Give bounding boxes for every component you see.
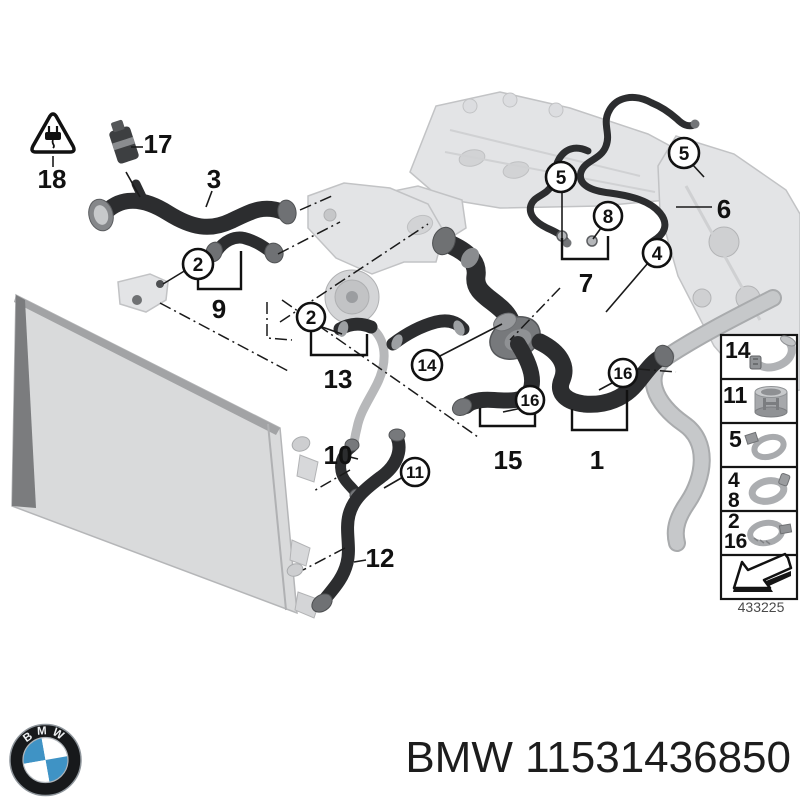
callout-11: 11: [399, 456, 431, 488]
footer: BMW BMW 11531436850: [9, 723, 791, 797]
legend-row-14: 14: [725, 335, 796, 372]
quick-connector-icon: [754, 386, 788, 418]
hose-clamp-large-icon: [747, 519, 793, 547]
label-10: 10: [324, 440, 353, 470]
hose-12: [311, 428, 406, 613]
callout-5-left: 5: [544, 160, 578, 194]
hose-14: [386, 314, 470, 351]
legend-num-8: 8: [728, 489, 740, 512]
part-number-text: BMW 11531436850: [405, 733, 791, 782]
metal-pipe: [349, 325, 389, 451]
auxiliary-pump: [117, 273, 169, 313]
callout-2-text: 2: [193, 255, 204, 276]
callout-16-right-text: 16: [614, 364, 633, 383]
legend-num-5: 5: [729, 426, 742, 452]
legend-panel: 14 11 5: [719, 333, 799, 615]
callout-16-left-text: 16: [521, 391, 540, 410]
callout-14-text: 14: [418, 356, 437, 375]
label-3: 3: [207, 164, 221, 194]
callout-4-text: 4: [652, 244, 663, 265]
label-6: 6: [717, 194, 731, 224]
direction-arrow-icon: [732, 552, 793, 592]
retaining-clip-icon: [749, 335, 796, 372]
legend-num-16: 16: [724, 530, 747, 553]
callout-8-text: 8: [603, 207, 614, 228]
label-13: 13: [324, 364, 353, 394]
radiator-fin-band: [12, 295, 36, 508]
callout-4: 4: [641, 237, 673, 269]
clamp-8: [586, 235, 598, 247]
label-7: 7: [579, 268, 593, 298]
legend-num-2: 2: [728, 510, 740, 533]
hose-engine-feed: [432, 226, 522, 340]
label-18: 18: [38, 164, 67, 194]
callouts: 2 2 5 5 8 4 14 16: [181, 136, 701, 488]
callout-2: 2: [181, 247, 215, 281]
radiator-upper-fitting: [291, 436, 311, 452]
callout-16-right: 16: [607, 357, 639, 389]
bmw-logo: BMW: [9, 723, 82, 797]
bracket-13: [309, 331, 369, 357]
part-labels: 18 17 3 9 6 7 13 10 12 15 1: [38, 129, 732, 573]
radiator: [11, 293, 321, 619]
temperature-sensor-17: [109, 119, 139, 164]
legend-row-4-8: 4 8: [728, 469, 791, 512]
label-17: 17: [144, 129, 173, 159]
legend-num-14: 14: [725, 337, 751, 363]
legend-row-arrow: [732, 552, 793, 592]
plug-icon: [45, 126, 61, 149]
gray-coolant-hose: [646, 291, 780, 550]
label-15: 15: [494, 445, 523, 475]
hose-1: [531, 333, 674, 413]
callout-5-right-text: 5: [679, 144, 690, 165]
callout-8: 8: [592, 200, 624, 232]
legend-row-11: 11: [723, 382, 788, 418]
label-12: 12: [366, 543, 395, 573]
label-9: 9: [212, 294, 226, 324]
warning-triangle-icon: [30, 112, 76, 154]
callout-5-left-text: 5: [556, 168, 567, 189]
hose-clamp-small-icon: [744, 431, 787, 461]
drawing-number: 433225: [738, 599, 785, 615]
radiator-top-edge: [14, 295, 280, 435]
legend-row-5: 5: [729, 426, 787, 461]
bracket-9: [196, 251, 243, 291]
hose-3: [88, 179, 297, 235]
legend-num-4: 4: [728, 469, 740, 492]
legend-row-2-16: 2 16: [724, 510, 793, 553]
callout-16-left: 16: [514, 384, 546, 416]
callout-14: 14: [410, 348, 444, 382]
bracket-7: [560, 236, 610, 261]
callout-5-right: 5: [667, 136, 701, 170]
callout-11-text: 11: [406, 463, 424, 482]
hose-9: [205, 231, 284, 264]
hose-13: [333, 317, 378, 337]
callout-2b-text: 2: [306, 308, 317, 329]
radiator-lower-fitting: [286, 563, 304, 577]
callout-2b: 2: [295, 301, 327, 333]
hose-clamp-medium-icon: [748, 472, 791, 505]
engine-block: [409, 91, 800, 397]
label-1: 1: [590, 445, 604, 475]
hoses: [88, 93, 700, 613]
bracket-1: [570, 390, 629, 432]
bmw-logo-quadrants: [23, 737, 68, 783]
legend-num-11: 11: [723, 382, 748, 408]
